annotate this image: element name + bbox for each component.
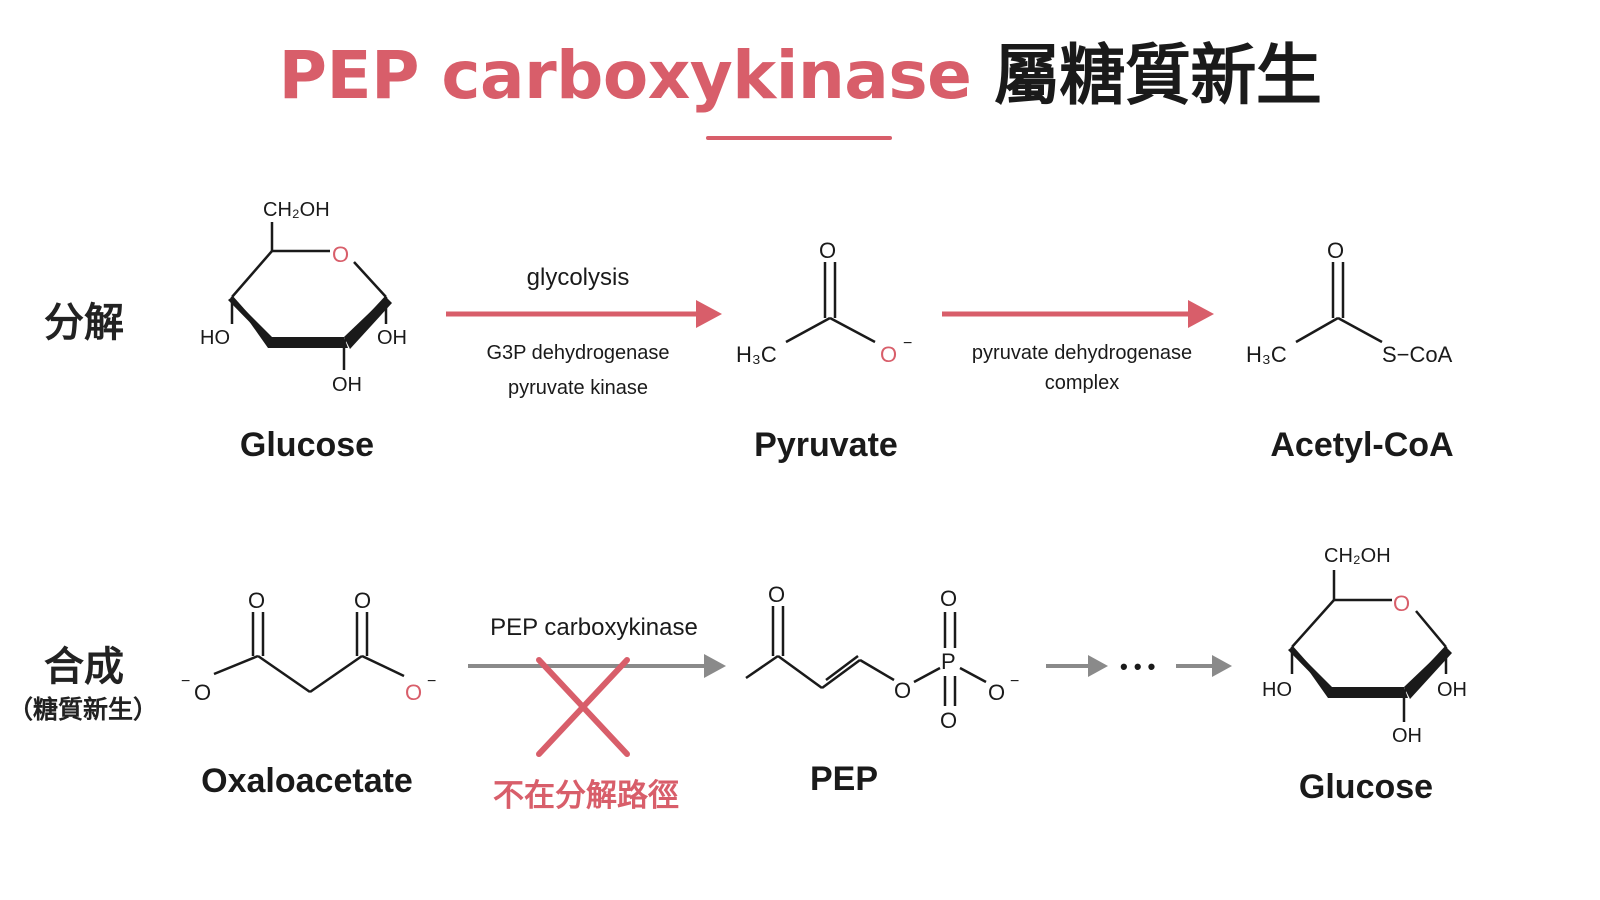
pyruvate-structure (785, 262, 876, 344)
atom-pyruvate-o-minus: O (880, 342, 897, 367)
warning-not-in-catabolism: 不在分解路徑 (493, 778, 679, 814)
ellipsis-steps: • • • (1120, 654, 1155, 679)
arrow-label-glycolysis: glycolysis (526, 264, 630, 291)
compound-name-pep: PEP (809, 760, 879, 798)
atom-ho-bottom: HO (1262, 679, 1292, 701)
glucose-structure-top (228, 222, 392, 370)
atom-oh-right-top: OH (377, 327, 407, 349)
atom-pep-o-bridge: O (894, 678, 911, 703)
compound-name-acetyl-coa: Acetyl-CoA (1270, 426, 1454, 464)
atom-pyruvate-h3c: H₃C (736, 342, 777, 367)
compound-name-glucose-top: Glucose (239, 426, 375, 464)
atom-pep-o-carbonyl: O (768, 582, 785, 607)
atom-ring-o-top: O (332, 242, 349, 267)
pep-structure (745, 606, 987, 706)
atom-acetyl-o: O (1327, 238, 1344, 263)
page-title: PEP carboxykinase 屬糖質新生 (0, 22, 1600, 118)
compound-name-oxaloacetate: Oxaloacetate (201, 762, 413, 800)
atom-oh-bottom-bottom: OH (1392, 725, 1422, 747)
acetyl-coa-structure (1295, 262, 1383, 344)
glucose-structure-bottom (1288, 570, 1452, 722)
atom-oaa-o-minus-left: O (194, 680, 211, 705)
oxaloacetate-structure (213, 612, 405, 694)
atom-acetyl-h3c: H₃C (1246, 342, 1287, 367)
enzyme-label-pep-carboxykinase: PEP carboxykinase (490, 614, 698, 641)
enzyme-label-pdh-line2: complex (1044, 372, 1120, 394)
charge-oaa-right: − (427, 673, 436, 690)
enzyme-label-pyruvate-kinase: pyruvate kinase (507, 377, 649, 399)
compound-name-glucose-bottom: Glucose (1298, 768, 1434, 806)
atom-pep-o-bottom: O (940, 708, 957, 733)
atom-oaa-o2: O (354, 588, 371, 613)
charge-pep: − (1010, 673, 1019, 690)
arrow-multi-step (1046, 655, 1232, 677)
row-label-anabolism: 合成 (44, 644, 124, 690)
arrow-glycolysis (446, 300, 722, 328)
enzyme-label-pdh-line1: pyruvate dehydrogenase (971, 342, 1193, 364)
atom-oh-bottom-top: OH (332, 374, 362, 396)
atom-pep-p: P (941, 649, 956, 674)
title-rest: 屬糖質新生 (993, 37, 1322, 114)
cross-mark-icon (536, 657, 630, 757)
charge-oaa-left: − (181, 673, 190, 690)
atom-ho-top: HO (200, 327, 230, 349)
atom-ring-o-bottom: O (1393, 591, 1410, 616)
atom-ch2oh-top: CH₂OH (263, 199, 330, 221)
atom-pep-o-minus: O (988, 680, 1005, 705)
row-sublabel-gluconeogenesis: （糖質新生） (8, 695, 159, 724)
atom-pyruvate-o: O (819, 238, 836, 263)
charge-pyruvate: − (903, 335, 912, 352)
atom-acetyl-scoa: S−CoA (1382, 342, 1453, 367)
compound-name-pyruvate: Pyruvate (754, 426, 898, 464)
arrow-pep-carboxykinase (468, 654, 726, 678)
atom-oh-right-bottom: OH (1437, 679, 1467, 701)
enzyme-label-g3p-dehydrogenase: G3P dehydrogenase (486, 342, 670, 364)
arrow-pdh (942, 300, 1214, 328)
atom-oaa-o1: O (248, 588, 265, 613)
atom-ch2oh-bottom: CH₂OH (1324, 545, 1391, 567)
title-highlight: PEP carboxykinase (278, 37, 972, 114)
title-underline (706, 136, 892, 140)
atom-pep-o-top: O (940, 586, 957, 611)
atom-oaa-o-minus-right: O (405, 680, 422, 705)
row-label-catabolism: 分解 (44, 300, 124, 346)
